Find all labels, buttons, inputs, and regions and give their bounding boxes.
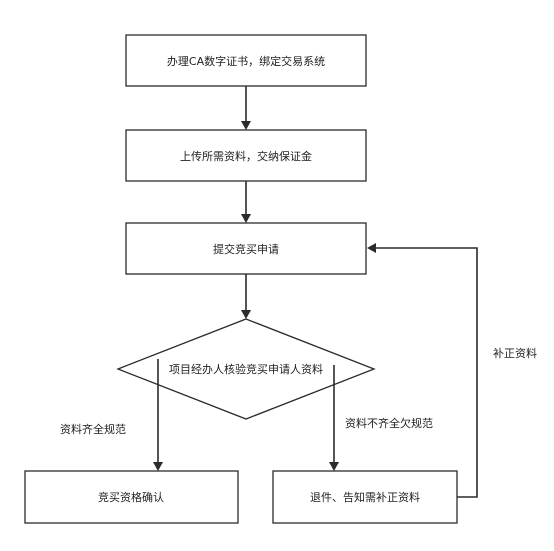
arrowhead-icon bbox=[241, 214, 251, 223]
arrowhead-icon bbox=[367, 243, 376, 253]
decision-diamond bbox=[116, 318, 376, 420]
node-return-notify-label: 退件、告知需补正资料 bbox=[310, 490, 420, 504]
node-upload-materials-box bbox=[125, 129, 367, 182]
node-upload-materials: 上传所需资料，交纳保证金 bbox=[125, 129, 367, 182]
node-qualification-confirmed-label: 竞买资格确认 bbox=[98, 490, 164, 504]
node-return-notify-box bbox=[272, 470, 458, 524]
edge-1-to-2 bbox=[241, 86, 251, 130]
node-verify-materials: 项目经办人核验竞买申请人资料 bbox=[116, 318, 376, 420]
node-submit-application: 提交竞买申请 bbox=[125, 222, 367, 275]
node-upload-materials-label: 上传所需资料，交纳保证金 bbox=[180, 149, 312, 163]
node-qualification-confirmed-box bbox=[24, 470, 239, 524]
node-qualification-confirmed: 竞买资格确认 bbox=[24, 470, 239, 524]
edge-decision-to-confirmed: 资料齐全规范 bbox=[60, 359, 163, 471]
edge-return-to-submit-line bbox=[376, 247, 478, 498]
edge-supplement-label: 补正资料 bbox=[493, 346, 537, 360]
arrowhead-icon bbox=[241, 121, 251, 130]
arrowhead-icon bbox=[329, 462, 339, 471]
node-ca-certificate: 办理CA数字证书，绑定交易系统 bbox=[125, 34, 367, 87]
edge-complete-label: 资料齐全规范 bbox=[60, 422, 126, 436]
node-submit-application-label: 提交竞买申请 bbox=[213, 242, 279, 256]
node-ca-certificate-label: 办理CA数字证书，绑定交易系统 bbox=[167, 54, 325, 68]
edge-return-to-submit: 补正资料 bbox=[367, 243, 537, 498]
edge-decision-to-return: 资料不齐全欠规范 bbox=[329, 365, 433, 471]
edge-incomplete-label: 资料不齐全欠规范 bbox=[345, 416, 433, 430]
node-return-notify: 退件、告知需补正资料 bbox=[272, 470, 458, 524]
arrowhead-icon bbox=[153, 462, 163, 471]
edge-2-to-3 bbox=[241, 181, 251, 223]
edge-3-to-decision bbox=[241, 274, 251, 319]
arrowhead-icon bbox=[241, 310, 251, 319]
node-ca-certificate-box bbox=[125, 34, 367, 87]
node-submit-application-box bbox=[125, 222, 367, 275]
node-verify-materials-label: 项目经办人核验竞买申请人资料 bbox=[169, 362, 323, 376]
